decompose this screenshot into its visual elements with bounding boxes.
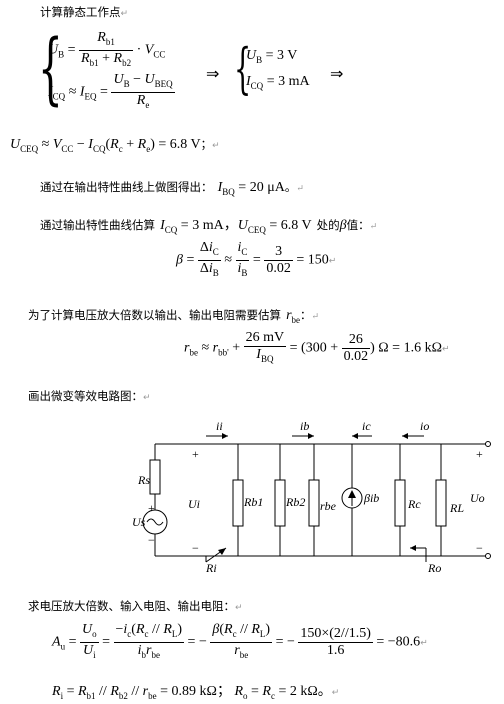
circuit-label-ii: ii (216, 419, 223, 433)
circuit-label-ic: ic (362, 419, 371, 433)
circuit-label-ri: Ri (205, 561, 217, 575)
polarity-sign-1: − (192, 541, 199, 555)
circuit-label-ib: ib (300, 419, 309, 433)
left-brace: { (38, 24, 63, 114)
circuit-title: 画出微变等效电路图：↵ (28, 389, 151, 403)
circuit-label-rb1: Rb1 (243, 495, 263, 509)
circuit-label-rs: Rs (137, 473, 150, 487)
circuit-label-rb2: Rb2 (285, 495, 305, 509)
ub-value: UB = 3 V (246, 48, 298, 65)
final-text: 求电压放大倍数、输入电阻、输出电阻：↵ (28, 599, 243, 613)
polarity-sign-4: + (476, 447, 483, 461)
arrow-1: ⇒ (206, 66, 220, 83)
uceq-equation: UCEQ ≈ VCC − ICQ(Rc + Re) = 6.8 V；↵ (10, 137, 220, 154)
circuit-label-ro: Ro (427, 561, 441, 575)
circuit-label-rc: Rc (407, 497, 421, 511)
circuit-label-uo: Uo (470, 491, 485, 505)
rbe-text: 为了计算电压放大倍数以输出、输出电阻需要估算 rbe：↵ (28, 308, 320, 325)
polarity-sign-2: + (148, 501, 155, 515)
circuit-label-io: io (420, 419, 429, 433)
ri-ro-equation: Ri = Rb1 // Rb2 // rbe = 0.89 kΩ； Ro = R… (52, 684, 340, 701)
ibq-line: 通过在输出特性曲线上做图得出： IBQ = 20 μA。↵ (40, 180, 304, 197)
icq-value: ICQ = 3 mA (246, 74, 310, 91)
arrow-2: ⇒ (330, 66, 344, 83)
circuit-label-us: Us (132, 515, 146, 529)
circuit-label-betaib: βib (363, 491, 379, 505)
circuit-label-rbe: rbe (320, 499, 337, 513)
polarity-sign-0: + (192, 447, 199, 461)
polarity-sign-5: − (476, 541, 483, 555)
section-header: 计算静态工作点↵ (40, 5, 129, 19)
circuit-label-rl: RL (449, 501, 464, 515)
right-brace: { (234, 37, 252, 100)
estimate-line: 通过输出特性曲线估算 ICQ = 3 mA，UCEQ = 6.8 V 处的β值：… (40, 218, 378, 235)
polarity-sign-3: − (148, 533, 155, 547)
circuit-label-ui: Ui (188, 497, 200, 511)
